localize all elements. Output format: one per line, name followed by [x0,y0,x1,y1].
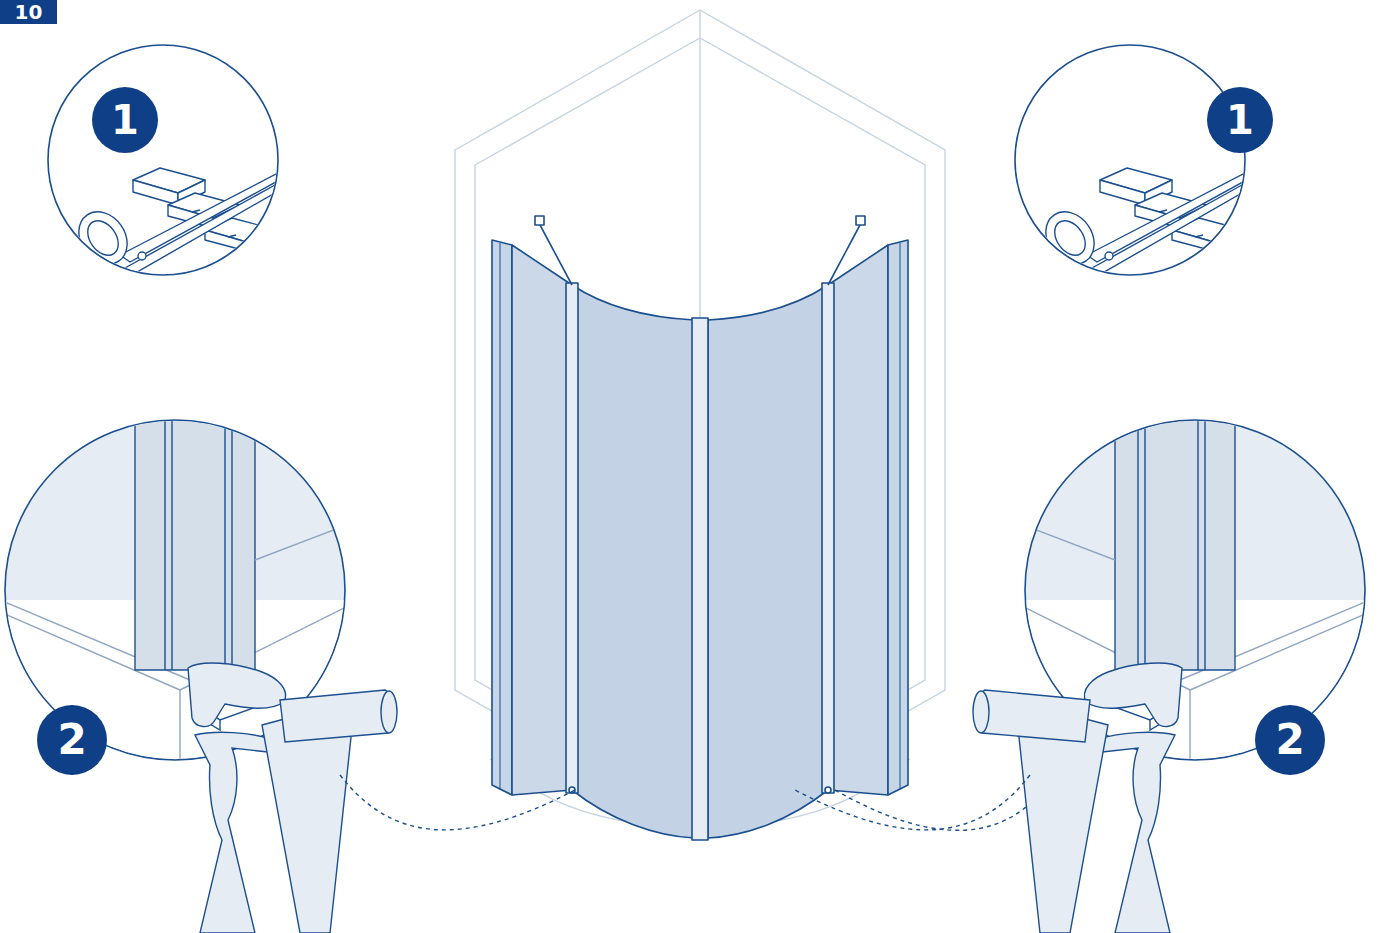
callout-text: 1 [111,100,139,140]
callout-number: 1 [92,87,158,153]
callout-text: 2 [1275,719,1304,761]
callout-number: 1 [1207,87,1273,153]
callout-number: 2 [37,705,107,775]
callout-text: 2 [57,719,86,761]
step-badge: 10 [0,0,57,24]
callout-number: 2 [1255,705,1325,775]
step-number: 10 [15,2,43,22]
callout-text: 1 [1226,100,1254,140]
